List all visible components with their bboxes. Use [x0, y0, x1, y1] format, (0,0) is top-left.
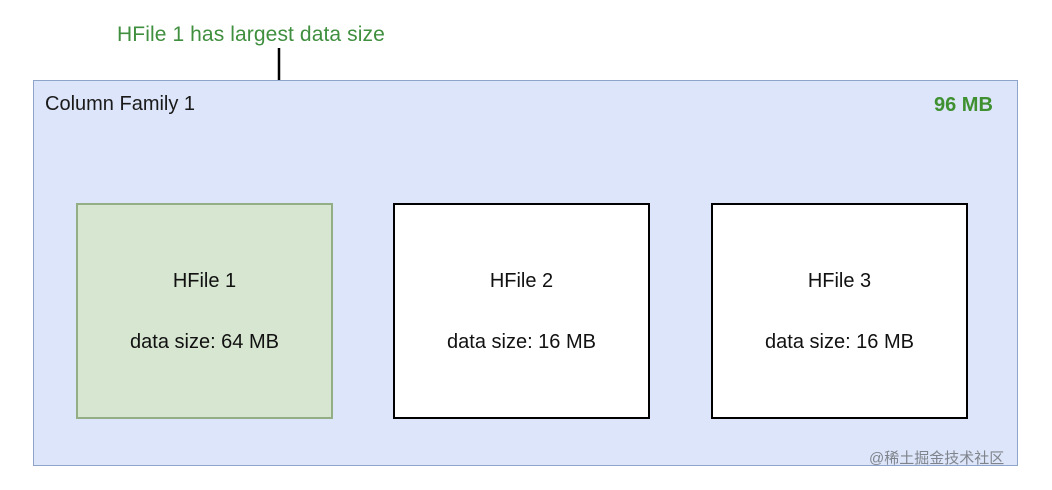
hfile-box-2: HFile 2 data size: 16 MB: [393, 203, 650, 419]
hfile-size-label: data size: 16 MB: [447, 330, 596, 353]
hfile-name: HFile 1: [172, 269, 237, 292]
hfile-name: HFile 3: [807, 269, 872, 292]
hfile-box-1: HFile 1 data size: 64 MB: [76, 203, 333, 419]
watermark: @稀土掘金技术社区: [869, 450, 1005, 467]
hfile-size-label: data size: 16 MB: [765, 330, 914, 353]
hfile-size-label: data size: 64 MB: [130, 330, 279, 353]
hfile-name: HFile 2: [489, 269, 554, 292]
column-family-title: Column Family 1: [45, 93, 196, 115]
annotation-label: HFile 1 has largest data size: [117, 23, 385, 46]
column-family-total-size: 96 MB: [934, 94, 993, 116]
hfile-box-3: HFile 3 data size: 16 MB: [711, 203, 968, 419]
